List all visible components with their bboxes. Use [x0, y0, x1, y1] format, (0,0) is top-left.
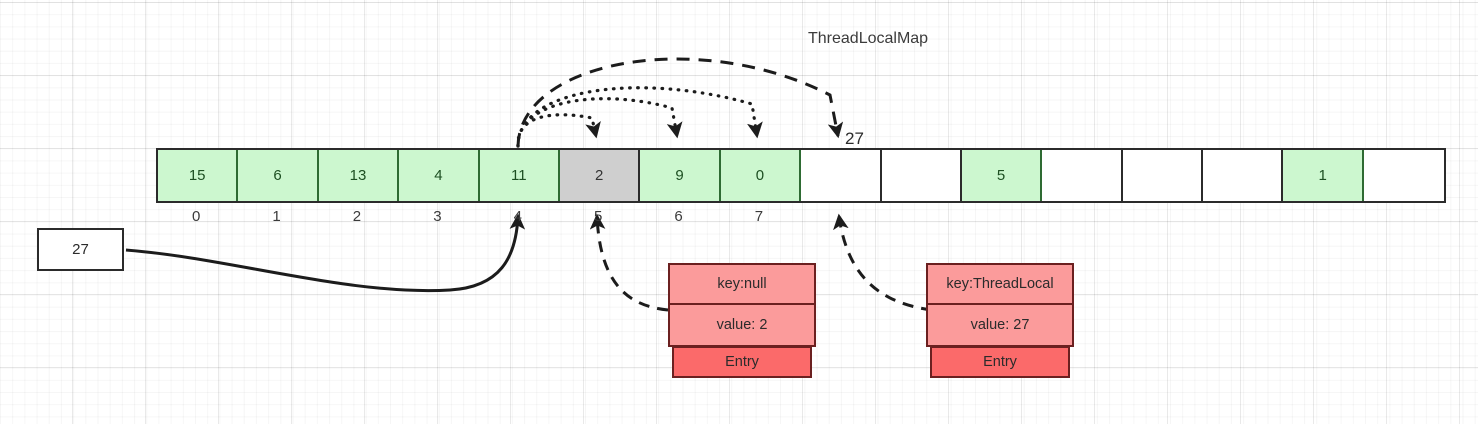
table-cell[interactable]: 13 [318, 150, 400, 201]
entry-type-label: Entry [930, 346, 1070, 378]
entry-node-threadlocal: key:ThreadLocal value: 27 Entry [926, 263, 1074, 378]
table-cell[interactable]: 9 [640, 150, 721, 201]
entry-node-null: key:null value: 2 Entry [668, 263, 816, 378]
table-index-label: 2 [352, 208, 362, 225]
table-cell[interactable] [881, 150, 962, 201]
table-index-label: 1 [272, 208, 281, 225]
table-cell[interactable] [1042, 150, 1123, 201]
arc-probe-to-slot8 [516, 57, 844, 147]
table-index-label: 3 [433, 208, 442, 225]
table-cell[interactable]: 4 [399, 150, 480, 201]
arc-probe-to-slot5 [516, 113, 601, 148]
entry-value: value: 27 [970, 317, 1030, 333]
entry-value: value: 2 [716, 317, 768, 333]
arc-probe-to-slot6 [516, 97, 683, 148]
table-cell[interactable]: 1 [1283, 150, 1364, 201]
table-cell[interactable]: 6 [238, 150, 319, 201]
link-entry-null-to-slot5 [589, 213, 669, 312]
table-index-row: 0 1 2 3 4 5 6 7 [156, 208, 799, 225]
link-threadlocal-to-slot4 [125, 213, 526, 293]
entry-type-label: Entry [672, 346, 812, 378]
table-cell[interactable] [1122, 150, 1204, 201]
entry-fields: key:ThreadLocal value: 27 [926, 263, 1074, 347]
table-index-label: 0 [192, 208, 201, 225]
table-cell[interactable]: 2 [559, 150, 641, 201]
entry-fields: key:null value: 2 [668, 263, 816, 347]
table-cell[interactable]: 0 [720, 150, 802, 201]
table-cell[interactable] [801, 150, 882, 201]
table-cell[interactable] [1363, 150, 1445, 201]
entry-key: key:ThreadLocal [928, 265, 1072, 305]
diagram-title: ThreadLocalMap [808, 30, 929, 47]
table-cell[interactable]: 5 [961, 150, 1043, 201]
table-cell[interactable]: 11 [479, 150, 560, 201]
hash-slot-label: 27 [845, 129, 864, 148]
table-index-label: 5 [593, 208, 603, 225]
table-index-label: 7 [754, 208, 764, 225]
arc-probe-to-slot7 [516, 86, 763, 148]
table-cell[interactable] [1203, 150, 1284, 201]
link-entry-threadlocal-to-slot8 [833, 213, 933, 312]
threadlocalmap-table: 15 6 13 4 11 2 9 0 5 1 [156, 148, 1447, 203]
entry-key: key:null [670, 265, 814, 305]
table-cell[interactable]: 15 [158, 150, 239, 201]
table-index-label: 4 [513, 208, 522, 225]
table-index-label: 6 [674, 208, 683, 225]
threadlocal-value-box[interactable]: 27 [37, 228, 124, 271]
